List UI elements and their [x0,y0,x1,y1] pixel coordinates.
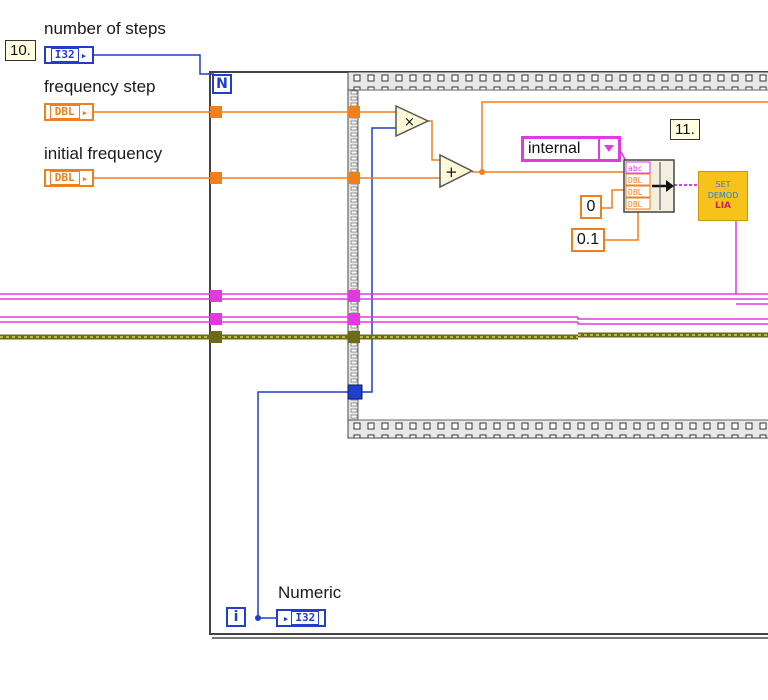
add-symbol: + [445,163,458,181]
subvi-line-3: LIA [714,201,732,211]
numeric-constant-zero[interactable]: 0 [580,195,602,219]
i32-type-icon: I32 [291,611,320,625]
double-wires[interactable] [92,101,768,241]
loop-count-terminal[interactable]: N [212,74,232,94]
multiply-node[interactable]: × [395,104,430,138]
dbl-type-icon: DBL [49,105,80,119]
step-label-11: 11. [670,119,700,140]
bundle-input-slot[interactable] [625,197,651,210]
multiply-symbol: × [404,115,415,130]
number-of-steps-control[interactable]: I32▸ [44,46,94,64]
loop-iteration-terminal[interactable]: i [226,607,246,627]
mode-enum-constant[interactable]: internal [521,136,621,162]
numeric-indicator[interactable]: ▸I32 [276,609,326,627]
dbl-type-icon: DBL [49,171,80,185]
subvi-line-2: DEMOD [707,191,739,200]
mode-value: internal [528,140,581,157]
step-label-10: 10. [5,40,36,61]
frequency-step-label: frequency step [44,77,156,96]
initial-frequency-label: initial frequency [44,144,163,163]
frequency-step-control[interactable]: DBL▸ [44,103,94,121]
numeric-label: Numeric [278,583,342,602]
bundle-input-slot[interactable] [625,161,651,174]
add-node[interactable]: + [439,153,474,189]
bundle-input-type: DBL [628,200,643,209]
i32-type-icon: I32 [50,48,79,62]
for-loop-frame[interactable] [209,71,768,639]
bundle-input-slot[interactable] [625,185,651,198]
bundle-input-type: DBL [628,176,643,185]
wire-junction [255,615,261,621]
set-demod-lia-subvi[interactable]: SET DEMOD LIA [698,171,748,221]
bundle-input-type: DBL [628,188,643,197]
number-of-steps-label: number of steps [44,19,166,38]
bundle-input-type: abc [628,164,643,173]
loop-tunnels[interactable] [210,106,363,400]
chevron-down-icon[interactable] [598,139,618,159]
numeric-constant-point-one[interactable]: 0.1 [571,228,605,252]
cluster-wire[interactable] [0,332,768,340]
wire-junction [479,169,485,175]
subvi-line-1: SET [715,180,731,189]
bundle-input-slot[interactable] [625,173,651,186]
initial-frequency-control[interactable]: DBL▸ [44,169,94,187]
string-wires[interactable] [0,149,768,325]
flat-sequence-frame[interactable] [347,71,768,439]
